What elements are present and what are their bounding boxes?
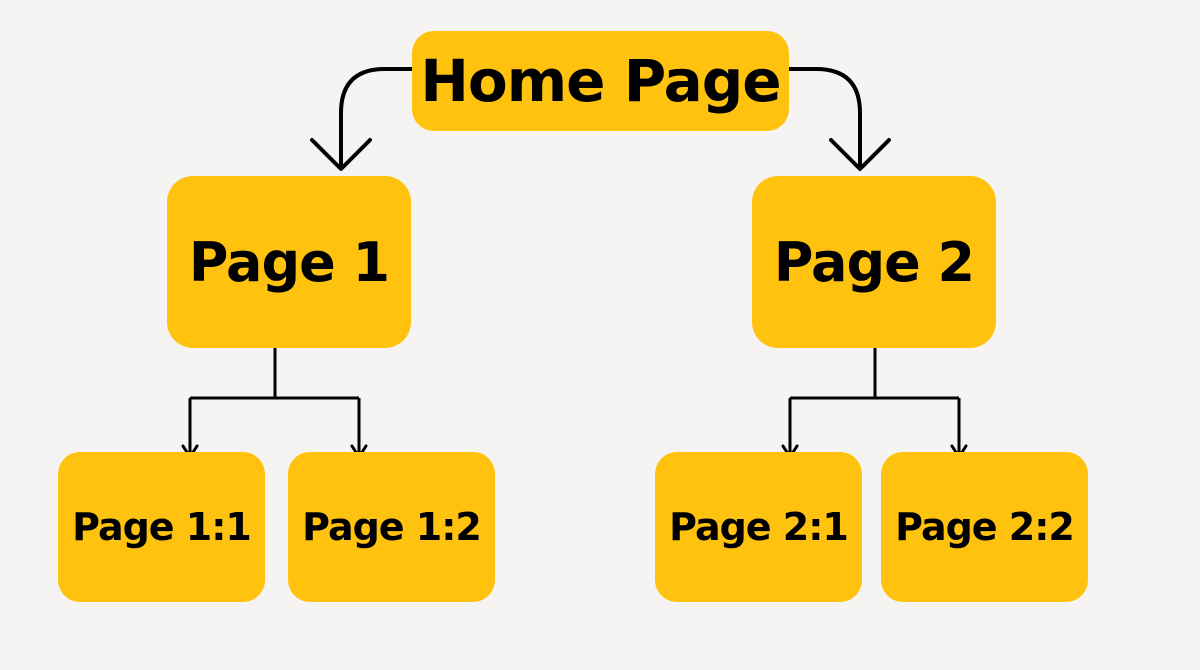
node-page-1-2: Page 1:2	[288, 452, 495, 602]
node-page-2-2: Page 2:2	[881, 452, 1088, 602]
node-page-2-2-label: Page 2:2	[895, 505, 1075, 549]
node-home-page-label: Home Page	[420, 47, 781, 115]
node-home-page: Home Page	[412, 31, 789, 131]
node-page-2-label: Page 2	[773, 230, 975, 294]
node-page-1-1-label: Page 1:1	[72, 505, 252, 549]
arrowhead-page2	[829, 138, 891, 171]
connector-home-to-page1	[339, 67, 416, 170]
arrowhead-page1	[310, 138, 372, 171]
node-page-1: Page 1	[167, 176, 411, 348]
node-page-1-1: Page 1:1	[58, 452, 265, 602]
node-page-2-1-label: Page 2:1	[669, 505, 849, 549]
node-page-1-label: Page 1	[188, 230, 390, 294]
node-page-1-2-label: Page 1:2	[302, 505, 482, 549]
node-page-2-1: Page 2:1	[655, 452, 862, 602]
connector-home-to-page2	[785, 67, 862, 170]
connector-page1-bar	[188, 396, 361, 455]
connector-page2-bar	[788, 396, 961, 455]
node-page-2: Page 2	[752, 176, 996, 348]
